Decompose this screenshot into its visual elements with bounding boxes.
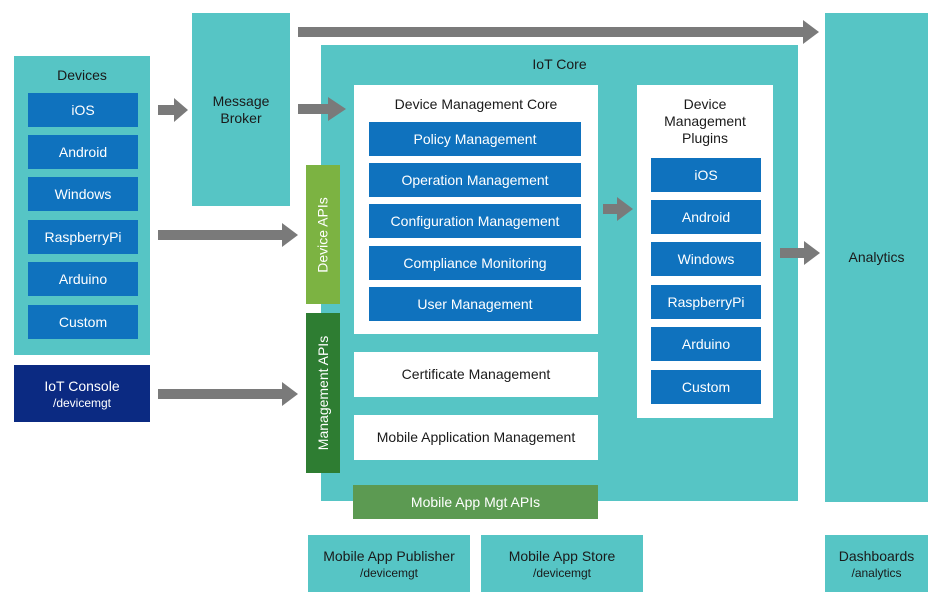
user-management-item[interactable]: User Management [369,287,581,321]
iot-console-title: IoT Console [44,377,120,394]
device-management-plugins-title: Device Management Plugins [664,96,746,146]
device-item-windows[interactable]: Windows [28,177,138,211]
message-broker-label: Message Broker [212,92,270,126]
compliance-monitoring-item[interactable]: Compliance Monitoring [369,246,581,280]
plugin-item-windows[interactable]: Windows [651,242,761,276]
device-item-arduino[interactable]: Arduino [28,262,138,296]
operation-management-item[interactable]: Operation Management [369,163,581,197]
mobile-app-publisher-box[interactable]: Mobile App Publisher /devicemgt [308,535,470,592]
plugin-item-arduino[interactable]: Arduino [651,327,761,361]
mobile-app-store-box[interactable]: Mobile App Store /devicemgt [481,535,643,592]
policy-management-item[interactable]: Policy Management [369,122,581,156]
iot-console-box[interactable]: IoT Console /devicemgt [14,365,150,422]
iot-console-path: /devicemgt [52,395,112,410]
mobile-app-store-path: /devicemgt [532,565,592,580]
arrow-devices-to-broker [158,98,188,122]
arrow-core-to-analytics [780,241,820,265]
plugin-item-raspberrypi[interactable]: RaspberryPi [651,285,761,319]
certificate-management-label: Certificate Management [401,366,551,382]
dashboards-path: /analytics [851,565,902,580]
mobile-app-publisher-path: /devicemgt [359,565,419,580]
certificate-management-box[interactable]: Certificate Management [354,352,598,397]
configuration-management-item[interactable]: Configuration Management [369,204,581,238]
device-management-core-panel: Device Management Core Policy Management… [354,85,598,334]
device-apis-bar[interactable]: Device APIs [306,165,340,304]
devices-title: Devices [57,67,107,83]
arrow-core-to-plugins [603,197,633,221]
analytics-label: Analytics [848,249,905,265]
mobile-app-publisher-title: Mobile App Publisher [323,547,455,564]
device-item-android[interactable]: Android [28,135,138,169]
mobile-app-mgt-apis-label: Mobile App Mgt APIs [410,493,541,510]
dashboards-title: Dashboards [838,547,915,564]
mobile-application-management-box[interactable]: Mobile Application Management [354,415,598,460]
mobile-app-store-title: Mobile App Store [508,547,616,564]
dashboards-box[interactable]: Dashboards /analytics [825,535,928,592]
device-management-plugins-panel: Device Management Plugins iOS Android Wi… [637,85,773,418]
analytics-box: Analytics [825,13,928,502]
device-item-raspberrypi[interactable]: RaspberryPi [28,220,138,254]
device-management-core-title: Device Management Core [394,96,558,112]
arrow-broker-to-core [298,97,346,121]
message-broker-box: Message Broker [192,13,290,206]
arrow-console-to-management-apis [158,382,298,406]
management-apis-bar[interactable]: Management APIs [306,313,340,473]
plugin-item-ios[interactable]: iOS [651,158,761,192]
device-item-ios[interactable]: iOS [28,93,138,127]
plugin-item-custom[interactable]: Custom [651,370,761,404]
plugin-item-android[interactable]: Android [651,200,761,234]
mobile-application-management-label: Mobile Application Management [376,429,576,445]
devices-panel: Devices iOS Android Windows RaspberryPi … [14,56,150,355]
arrow-broker-to-analytics [298,20,819,44]
mobile-app-mgt-apis-box[interactable]: Mobile App Mgt APIs [353,485,598,519]
arrow-devices-to-device-apis [158,223,298,247]
iot-core-title: IoT Core [532,56,587,72]
device-item-custom[interactable]: Custom [28,305,138,339]
